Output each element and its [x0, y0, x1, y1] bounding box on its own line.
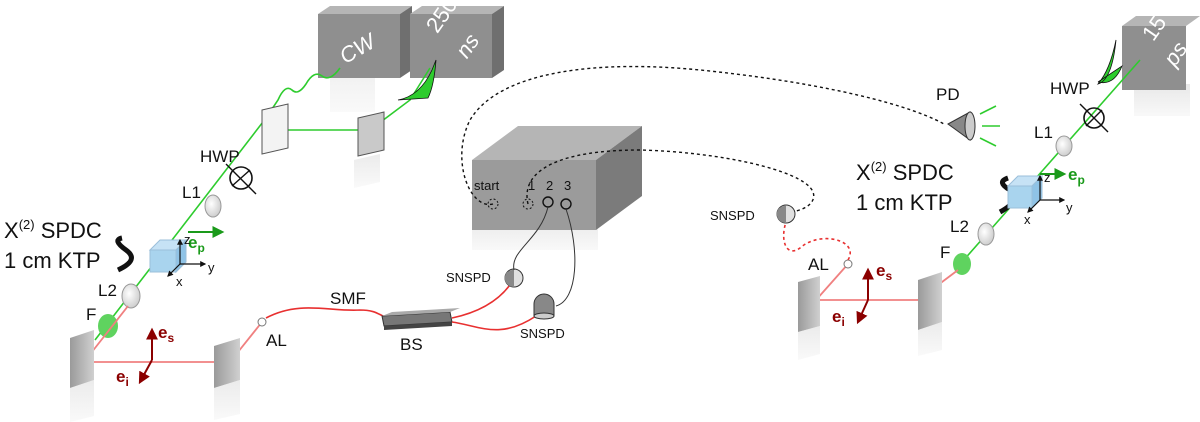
left-ei-arrow [138, 359, 153, 385]
start-label: start [474, 178, 500, 193]
snspd-right-label: SNSPD [710, 208, 755, 223]
right-fiber [782, 221, 851, 261]
right-mirror-2 [798, 276, 820, 332]
right-setup: 15 ps HWP PD L1 X(2) SPDC 1 cm KTP [710, 11, 1200, 360]
snspd-right [776, 204, 796, 224]
left-hwp: HWP [200, 147, 257, 195]
right-l2-lens [977, 222, 995, 246]
ps-laser-box: 15 ps [1122, 11, 1200, 116]
right-spdc-line1: X(2) SPDC [856, 159, 954, 185]
left-spdc-line2: 1 cm KTP [4, 248, 101, 273]
ch3-label: 3 [564, 178, 571, 193]
cable-ch2 [513, 206, 549, 271]
ns-laser-box: 250 ns [410, 0, 504, 78]
beamsplitter [381, 308, 460, 330]
right-mirror-1 [918, 272, 942, 330]
cable-start [461, 65, 945, 206]
right-ktp-crystal [1006, 174, 1044, 210]
snspd-a [504, 268, 524, 288]
bs-out-2 [451, 315, 537, 331]
left-l1-label: L1 [182, 183, 201, 202]
time-tagger: start 1 2 3 [472, 126, 642, 250]
left-es-label: es [158, 323, 174, 345]
right-l1-lens [1055, 135, 1073, 157]
left-pulse-shape [397, 59, 437, 101]
left-mirror-bottom-2 [214, 338, 240, 388]
cw-laser-box: CW [318, 6, 412, 112]
right-es-label: es [876, 261, 892, 283]
left-al-label: AL [266, 331, 287, 350]
right-axes [1027, 174, 1066, 213]
left-l2-lens [121, 283, 141, 309]
left-axis-z: z [184, 232, 191, 247]
right-ei-arrow [856, 299, 869, 325]
right-al-lens [843, 259, 853, 269]
bs-out-1 [451, 281, 513, 319]
ch1-port [522, 198, 534, 210]
left-mirror-bottom-1 [70, 330, 94, 388]
snspd-a-label: SNSPD [446, 270, 491, 285]
left-al-lens [257, 317, 267, 327]
left-setup: CW 250 ns HWP L1 [4, 0, 565, 422]
left-hwp-label: HWP [200, 147, 240, 166]
pd-label: PD [936, 85, 960, 104]
right-axis-x: x [1024, 212, 1031, 227]
right-filter-label: F [940, 243, 950, 262]
right-al-label: AL [808, 255, 829, 274]
start-port [487, 198, 499, 210]
left-pump-beam [94, 67, 431, 341]
snspd-b [533, 293, 555, 320]
left-spdc-line1: X(2) SPDC [4, 217, 102, 243]
right-hwp-label: HWP [1050, 79, 1090, 98]
ch2-label: 2 [546, 178, 553, 193]
ch1-label: 1 [528, 178, 535, 193]
right-hwp: HWP [1050, 79, 1109, 133]
right-pulse-shape [1096, 39, 1123, 85]
photodiode [947, 105, 1000, 147]
left-spdc-brace [115, 235, 134, 273]
left-axes [167, 238, 207, 277]
snspd-b-label: SNSPD [520, 326, 565, 341]
right-spdc-line2: 1 cm KTP [856, 190, 953, 215]
cable-ch1 [526, 149, 815, 213]
left-l1-lens [204, 194, 222, 218]
left-ep-label: ep [188, 233, 205, 255]
right-ep-label: ep [1068, 165, 1085, 187]
left-axis-y: y [208, 260, 215, 275]
left-pump-mirror-1 [261, 103, 289, 155]
cable-ch3 [555, 208, 576, 307]
left-axis-x: x [176, 274, 183, 289]
right-axis-z: z [1044, 170, 1051, 185]
bs-label: BS [400, 335, 423, 354]
right-l2-label: L2 [950, 217, 969, 236]
right-axis-y: y [1066, 200, 1073, 215]
left-filter [98, 314, 118, 338]
left-filter-label: F [86, 305, 96, 324]
smf-label: SMF [330, 289, 366, 308]
left-pump-mirror-2 [357, 111, 385, 157]
left-l2-label: L2 [98, 281, 117, 300]
smf-fiber [265, 307, 393, 319]
right-l1-label: L1 [1034, 123, 1053, 142]
left-ei-label: ei [116, 367, 129, 389]
right-ei-label: ei [832, 307, 845, 329]
